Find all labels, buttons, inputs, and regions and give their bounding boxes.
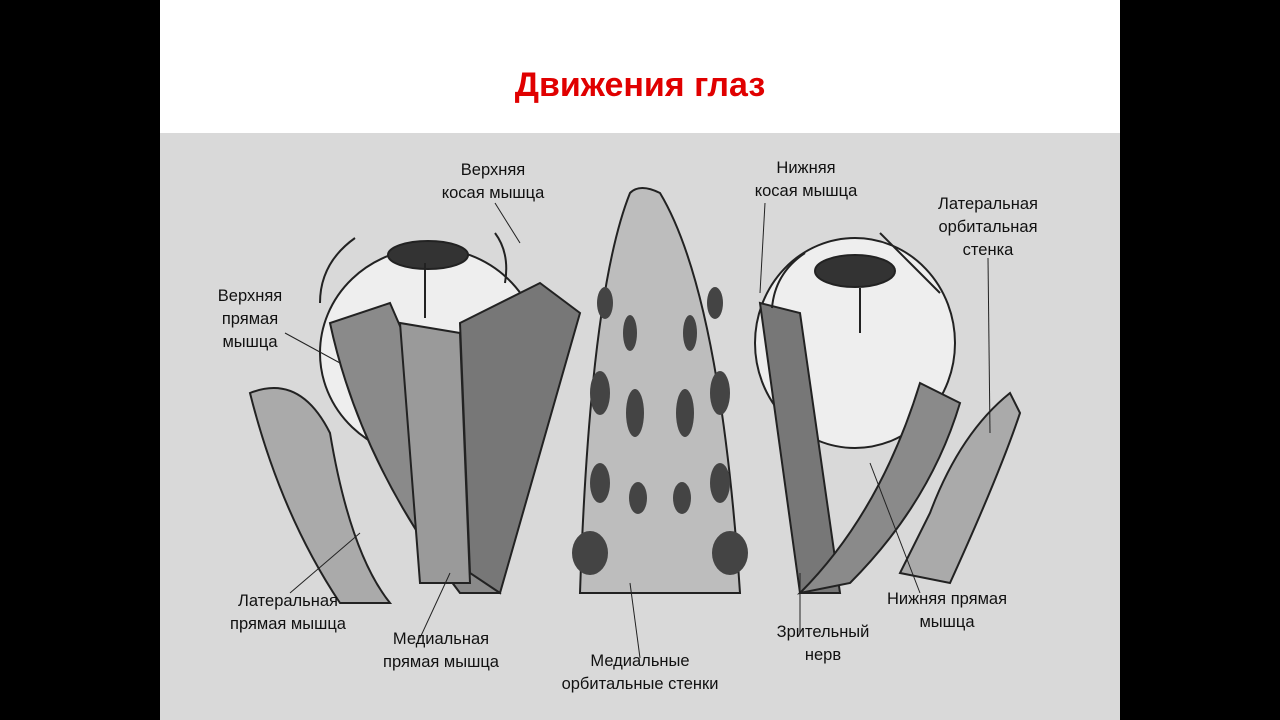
label-line: орбитальные стенки (561, 675, 719, 693)
right-orbital-bone (898, 391, 1022, 585)
label-optic-nerve: Зрительный нерв (777, 621, 870, 667)
label-inferior-oblique: Нижняя косая мышца (755, 157, 858, 203)
label-line: Верхняя (460, 161, 526, 179)
label-line: Нижняя прямая (886, 590, 1008, 608)
right-iris (814, 254, 896, 288)
label-line: косая мышца (754, 182, 858, 200)
right-muscles (758, 301, 842, 594)
label-line: Латеральная (938, 195, 1038, 213)
label-line: мышца (919, 613, 975, 631)
label-line: мышца (222, 333, 278, 351)
label-superior-oblique: Верхняя косая мышца (442, 159, 545, 205)
eye-anatomy-drawing (248, 187, 1022, 659)
label-lateral-orbital-wall: Латеральная орбитальная стенка (938, 193, 1038, 262)
label-lateral-rectus: Латеральная прямая мышца (230, 590, 346, 636)
label-line: нерв (804, 646, 842, 664)
ethmoid-cells (572, 287, 748, 575)
slide-title: Движения глаз (514, 66, 766, 104)
rotation-arrow (319, 237, 356, 304)
label-line: прямая (221, 310, 279, 328)
label-line: косая мышца (441, 184, 545, 202)
label-line: прямая мышца (230, 615, 346, 633)
slide: Движения глаз (160, 0, 1120, 720)
label-inferior-rectus: Нижняя прямая мышца (887, 588, 1007, 634)
label-line: стенка (962, 241, 1014, 259)
label-line: Верхняя (217, 287, 283, 305)
label-medial-orbital-walls: Медиальные орбитальные стенки (562, 650, 719, 696)
eye-anatomy-figure: Верхняя косая мышца Нижняя косая мышца Л… (160, 133, 1120, 720)
label-line: прямая мышца (383, 653, 499, 671)
left-iris (387, 240, 469, 270)
left-orbital-bone (248, 387, 393, 604)
label-medial-rectus: Медиальная прямая мышца (383, 628, 499, 674)
label-superior-rectus: Верхняя прямая мышца (218, 285, 282, 354)
label-line: Нижняя (776, 159, 836, 177)
label-line: Медиальные (590, 652, 690, 670)
label-line: Зрительный (776, 623, 870, 641)
label-line: Латеральная (238, 592, 338, 610)
label-line: орбитальная (938, 218, 1038, 236)
label-line: Медиальная (392, 630, 490, 648)
